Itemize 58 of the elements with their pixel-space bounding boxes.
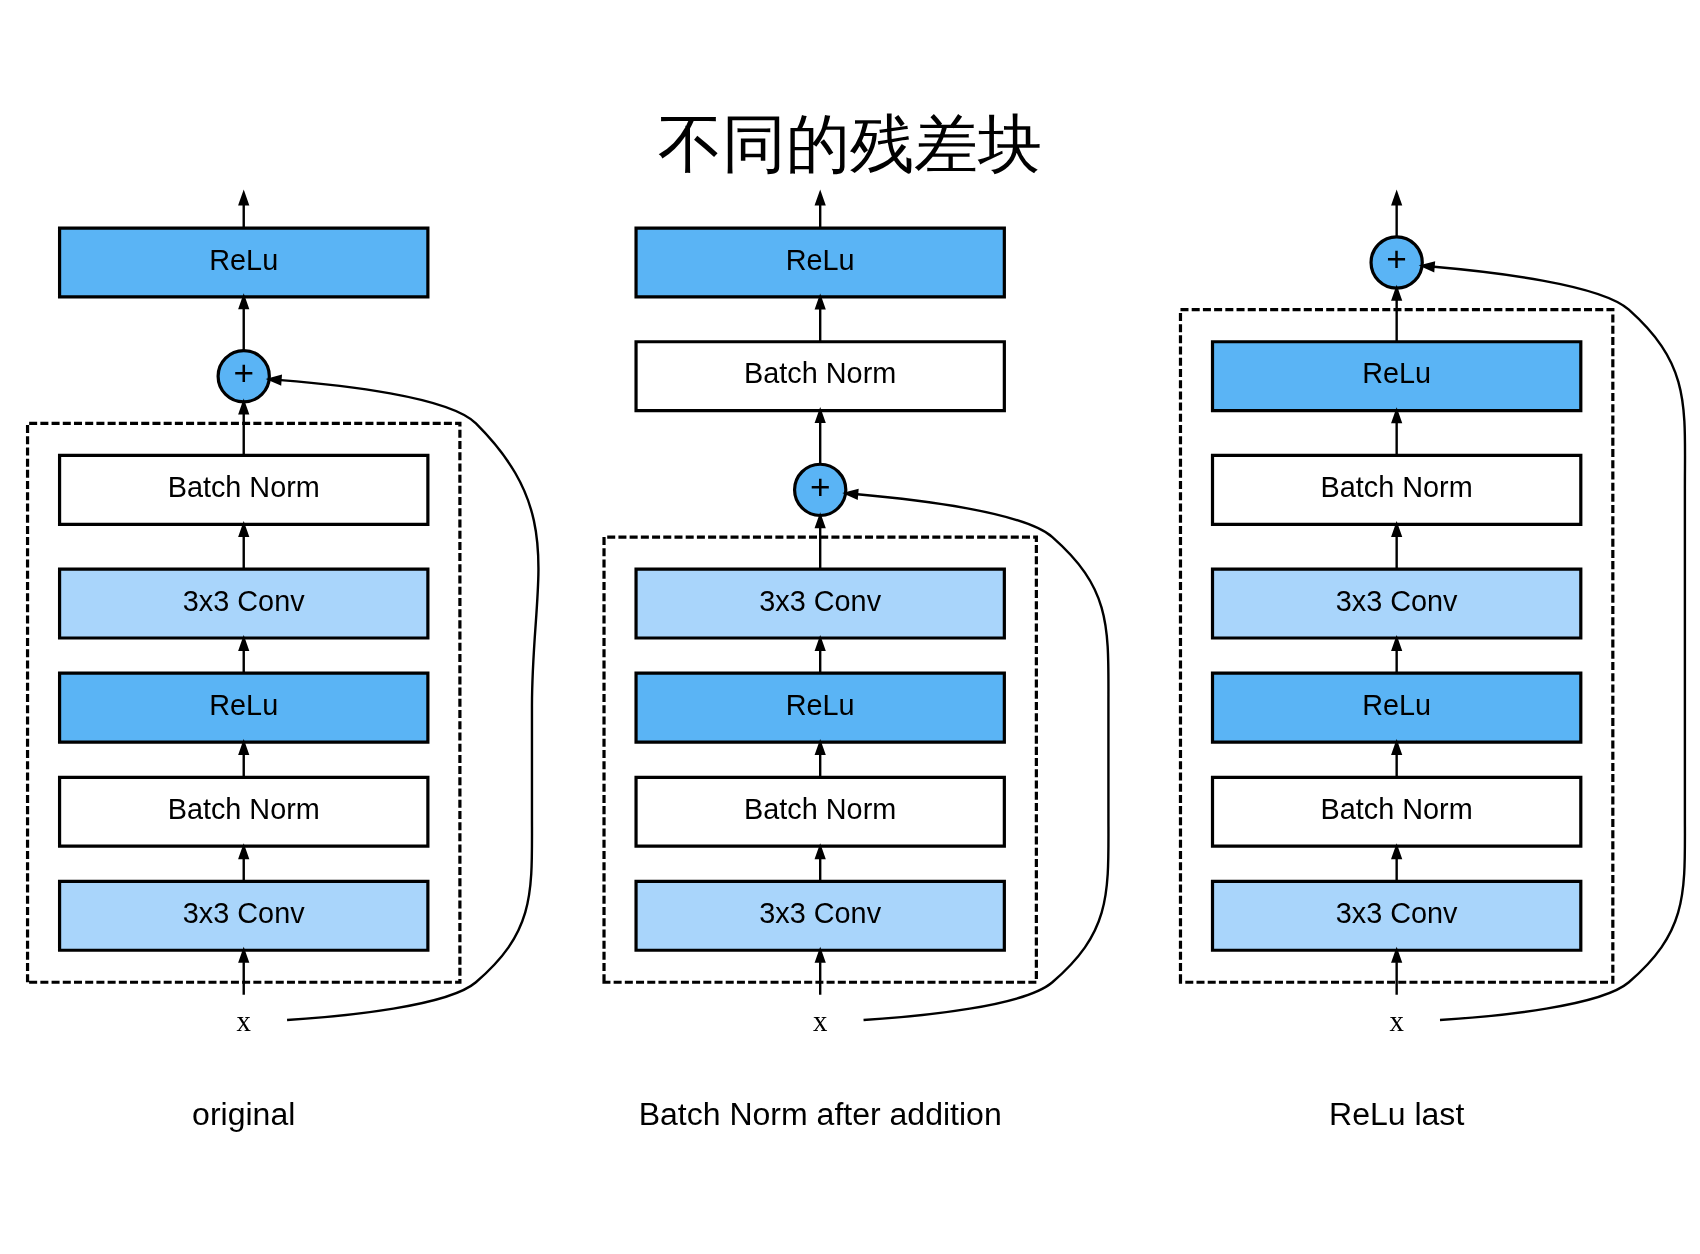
arrow: [814, 634, 826, 673]
cluster: [602, 535, 1038, 984]
arrow: [814, 189, 826, 228]
node-box: ReLu: [58, 226, 430, 299]
arrow: [842, 488, 1110, 1022]
arrow: [814, 946, 826, 995]
arrow: [238, 634, 250, 673]
node-box: ReLu: [634, 671, 1006, 744]
arrow: [1391, 843, 1403, 882]
node-circle: +: [216, 348, 271, 404]
arrow: [238, 520, 250, 569]
arrow: [238, 293, 250, 351]
node-box: 3x3 Conv: [1210, 567, 1583, 640]
node-box: Batch Norm: [1210, 453, 1583, 526]
arrow: [1391, 189, 1403, 237]
node-box: ReLu: [1210, 671, 1583, 744]
arrow: [1418, 261, 1687, 1022]
arrow: [238, 843, 250, 882]
arrow: [1391, 739, 1403, 778]
node-box: ReLu: [634, 226, 1006, 299]
arrow: [814, 843, 826, 882]
node-box: 3x3 Conv: [634, 567, 1006, 640]
node-text: x: [1389, 1004, 1404, 1037]
arrow: [814, 407, 826, 464]
diagram-title: 不同的残差块: [658, 108, 1043, 181]
node-box: 3x3 Conv: [58, 567, 430, 640]
arrow: [238, 189, 250, 228]
arrow: [238, 398, 250, 456]
node-box: ReLu: [1210, 340, 1583, 413]
node-box: Batch Norm: [58, 453, 430, 526]
node-text: x: [236, 1004, 251, 1037]
node-box: Batch Norm: [634, 340, 1006, 413]
node-text: x: [812, 1004, 828, 1037]
arrow: [814, 512, 826, 569]
arrow: [1391, 284, 1403, 342]
label: Batch Norm after addition: [638, 1095, 1002, 1132]
cluster: [25, 421, 462, 984]
label: original: [192, 1095, 296, 1132]
node-circle: +: [1369, 235, 1424, 290]
node-box: 3x3 Conv: [1210, 879, 1583, 952]
arrow: [1391, 407, 1403, 456]
arrow: [1391, 634, 1403, 673]
arrow: [265, 374, 540, 1022]
node-box: 3x3 Conv: [58, 879, 430, 952]
node-box: 3x3 Conv: [634, 879, 1006, 952]
arrow: [238, 946, 250, 995]
arrow: [238, 739, 250, 778]
arrow: [814, 739, 826, 778]
arrow: [1391, 946, 1403, 995]
node-circle: +: [792, 462, 848, 518]
node-box: Batch Norm: [1210, 775, 1583, 848]
label: ReLu last: [1329, 1095, 1465, 1132]
cluster: [1178, 308, 1615, 984]
arrow: [1391, 520, 1403, 569]
arrow: [814, 293, 826, 342]
node-box: Batch Norm: [634, 775, 1006, 848]
node-box: ReLu: [58, 671, 430, 744]
node-box: Batch Norm: [58, 775, 430, 848]
